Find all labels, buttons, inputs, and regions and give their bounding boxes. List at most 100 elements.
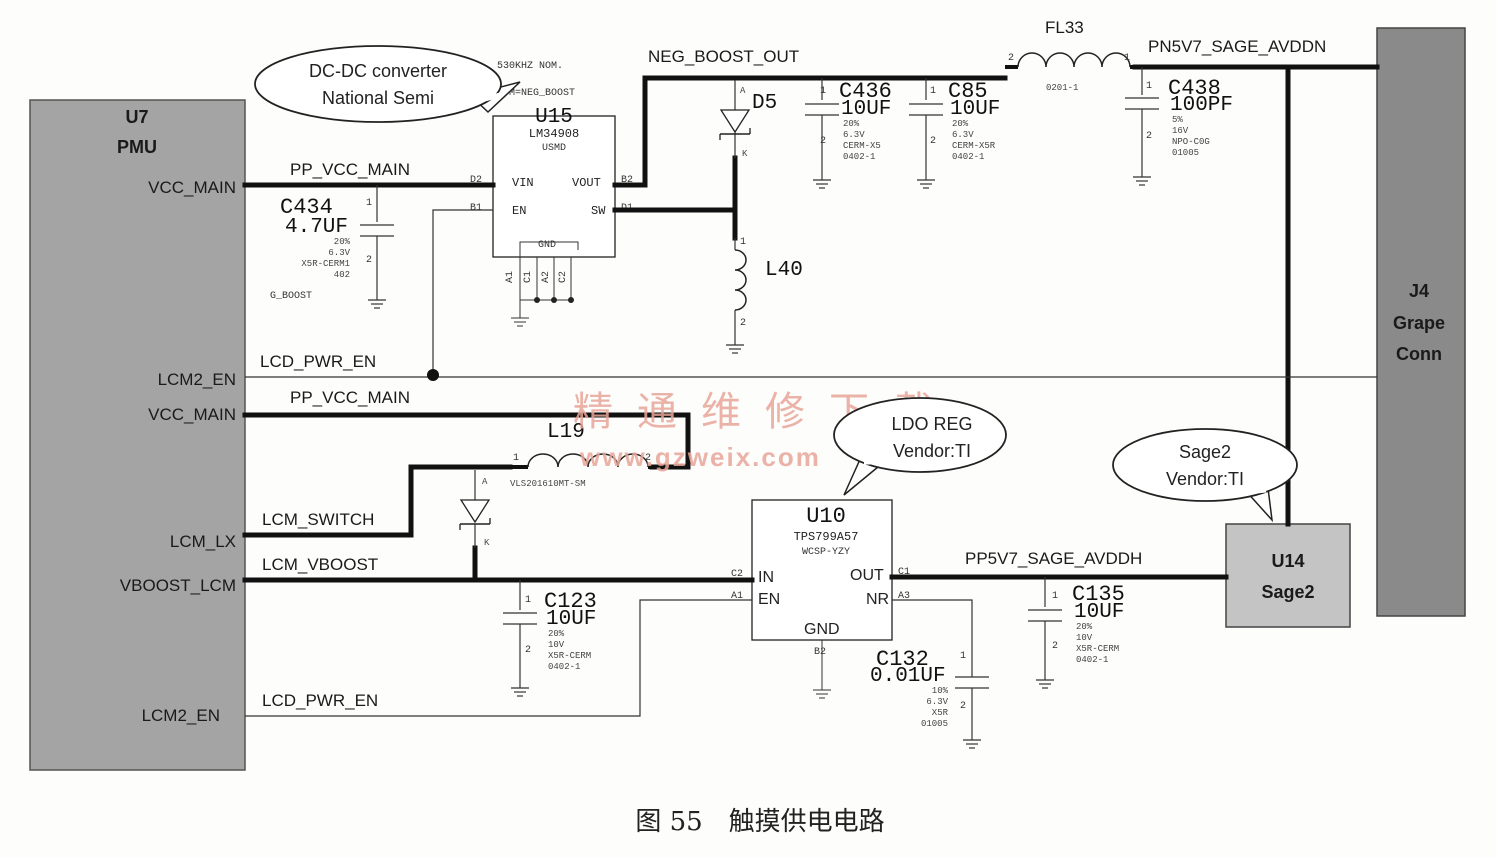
u10-pinnum-a3: A3 — [898, 591, 910, 602]
l19-part: VLS201610MT-SM — [510, 479, 586, 489]
u7-pin-vboost-lcm: VBOOST_LCM — [120, 576, 236, 595]
u7-pin-vcc-main-2: VCC_MAIN — [148, 405, 236, 424]
c85-pkg: 0402-1 — [952, 152, 984, 162]
sage-bubble: Sage2 Vendor:TI — [1112, 428, 1298, 523]
c438-pkg: 01005 — [1172, 148, 1199, 158]
d5-diode: A K D5 — [719, 86, 777, 159]
c135-ref: C135 — [1072, 582, 1125, 607]
svg-text:1: 1 — [1124, 53, 1130, 64]
c123-ref: C123 — [544, 589, 597, 614]
c132-diel: X5R — [932, 708, 949, 718]
fl33-pkg: 0201-1 — [1046, 83, 1078, 93]
net-lcd-pwr-en-bot: LCD_PWR_EN — [262, 691, 378, 710]
j4-name-1: Grape — [1393, 313, 1445, 333]
net-neg-boost-partial: G_BOOST — [270, 291, 312, 302]
c438-volt: 16V — [1172, 126, 1189, 136]
ldo-bubble-line2: Vendor:TI — [893, 441, 971, 461]
fl33-ref: FL33 — [1045, 18, 1084, 37]
u15-pin-en: EN — [512, 204, 526, 218]
svg-text:1: 1 — [820, 86, 826, 97]
c123-capacitor: 1 2 C123 10UF 20% 10V X5R-CERM 0402-1 — [503, 589, 597, 697]
c438-capacitor: 1 2 C438 100PF 5% 16V NPO-C0G 01005 — [1125, 76, 1233, 186]
svg-text:2: 2 — [525, 645, 531, 656]
c123-diel: X5R-CERM — [548, 651, 591, 661]
u10-pinnum-c2: C2 — [731, 569, 743, 580]
u15-pin-vout: VOUT — [572, 176, 601, 190]
svg-text:2: 2 — [1052, 641, 1058, 652]
thick-nets — [242, 64, 1380, 583]
u15-dom-note: DOM=NEG_BOOST — [497, 88, 575, 99]
j4-ref: J4 — [1409, 281, 1429, 301]
j4-grape-conn-block: J4 Grape Conn — [1376, 27, 1466, 617]
c436-pkg: 0402-1 — [843, 152, 875, 162]
u7-ref: U7 — [125, 107, 148, 127]
u15-chip: U15 LM34908 USMD 530KHZ NOM. DOM=NEG_BOO… — [470, 61, 633, 327]
c438-diel: NPO-C0G — [1172, 137, 1210, 147]
l40-inductor: 1 2 L40 — [726, 237, 803, 354]
u10-part: TPS799A57 — [794, 530, 859, 544]
u10-pin-in: IN — [758, 569, 774, 586]
u10-chip: U10 TPS799A57 WCSP-YZY IN EN OUT NR GND … — [731, 499, 910, 699]
c85-value: 10UF — [950, 98, 1000, 121]
c438-value: 100PF — [1170, 94, 1233, 117]
svg-text:1: 1 — [740, 237, 746, 248]
svg-text:K: K — [484, 538, 490, 548]
c135-capacitor: 1 2 C135 10UF 20% 10V X5R-CERM 0402-1 — [1028, 582, 1125, 689]
c132-value: 0.01UF — [870, 665, 946, 688]
u7-pin-vcc-main-1: VCC_MAIN — [148, 178, 236, 197]
svg-text:2: 2 — [645, 453, 651, 464]
l19-ref: L19 — [547, 421, 585, 444]
c85-diel: CERM-X5R — [952, 141, 996, 151]
c438-ref: C438 — [1168, 76, 1221, 101]
c135-volt: 10V — [1076, 633, 1093, 643]
u15-freq-note: 530KHZ NOM. — [497, 61, 563, 72]
u7-pin-lcm2-en-2: LCM2_EN — [142, 706, 220, 725]
c85-ref: C85 — [948, 79, 988, 104]
svg-text:2: 2 — [740, 318, 746, 329]
svg-text:2: 2 — [1146, 131, 1152, 142]
u15-part: LM34908 — [529, 127, 579, 141]
ldo-bubble: LDO REG Vendor:TI — [833, 397, 1007, 496]
u15-pinnum-c2: C2 — [558, 271, 569, 283]
c434-ref: C434 — [280, 195, 333, 220]
net-neg-boost-out: NEG_BOOST_OUT — [648, 47, 799, 66]
u15-pin-gnd: GND — [538, 240, 556, 251]
svg-text:2: 2 — [366, 255, 372, 266]
l19-inductor: 1 2 L19 VLS201610MT-SM — [510, 421, 652, 489]
c436-capacitor: 1 2 C436 10UF 20% 6.3V CERM-X5 0402-1 — [805, 79, 892, 189]
u15-pinnum-a1: A1 — [505, 271, 516, 283]
u15-pinnum-b1: B1 — [470, 203, 482, 214]
l40-ref: L40 — [765, 259, 803, 282]
fl33-inductor: 2 1 FL33 0201-1 — [1005, 18, 1135, 93]
figure-caption: 图 55 触摸供电电路 — [635, 807, 884, 837]
c436-value: 10UF — [841, 98, 891, 121]
c135-pkg: 0402-1 — [1076, 655, 1108, 665]
net-lcm-vboost: LCM_VBOOST — [262, 555, 378, 574]
u7-pin-lcm-lx: LCM_LX — [170, 532, 236, 551]
u14-ref: U14 — [1271, 551, 1304, 571]
c438-tol: 5% — [1172, 115, 1183, 125]
c123-pkg: 0402-1 — [548, 662, 580, 672]
svg-text:1: 1 — [1052, 591, 1058, 602]
c434-diel: X5R-CERM1 — [301, 259, 350, 269]
c436-volt: 6.3V — [843, 130, 865, 140]
ldo-bubble-line1: LDO REG — [891, 414, 972, 434]
svg-text:1: 1 — [960, 651, 966, 662]
u15-pkg: USMD — [542, 143, 566, 154]
svg-text:A: A — [740, 86, 746, 96]
c135-tol: 20% — [1076, 622, 1093, 632]
u10-ref: U10 — [806, 504, 846, 529]
dcdc-bubble-line2: National Semi — [322, 88, 434, 108]
svg-text:2: 2 — [960, 701, 966, 712]
junction-dot — [427, 369, 439, 381]
net-lcd-pwr-en-top: LCD_PWR_EN — [260, 352, 376, 371]
u10-pkg: WCSP-YZY — [802, 547, 850, 558]
dcdc-bubble: DC-DC converter National Semi — [254, 45, 521, 123]
u15-pinnum-d2: D2 — [470, 175, 482, 186]
c132-capacitor: 1 2 C132 0.01UF 10% 6.3V X5R 01005 — [870, 645, 989, 749]
svg-text:K: K — [742, 149, 748, 159]
c85-capacitor: 1 2 C85 10UF 20% 6.3V CERM-X5R 0402-1 — [909, 79, 1000, 189]
lcm-diode: A K — [459, 470, 491, 548]
